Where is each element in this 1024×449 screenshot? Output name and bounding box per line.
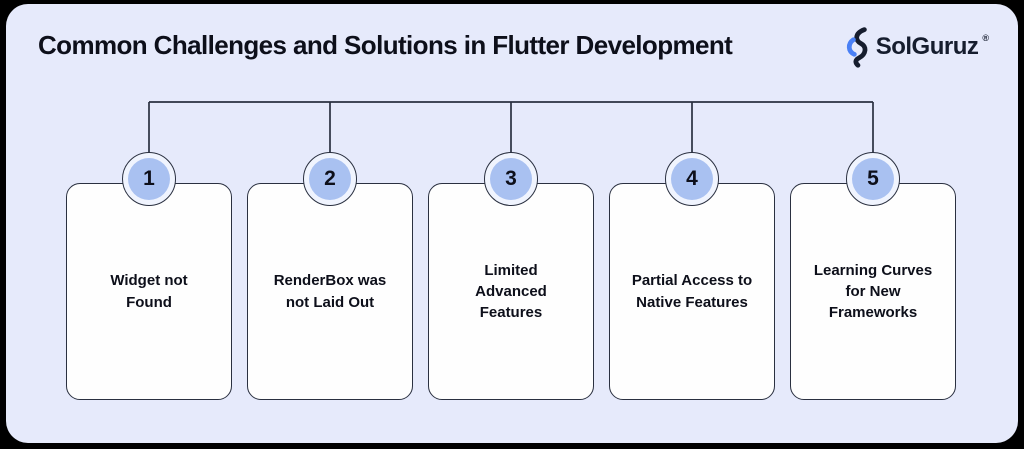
challenge-label: RenderBox was not Laid Out bbox=[273, 272, 387, 311]
challenge-number-badge: 4 bbox=[665, 152, 719, 206]
challenge-number-badge: 3 bbox=[484, 152, 538, 206]
challenge-number: 5 bbox=[867, 167, 879, 190]
challenge-label: Learning Curves for New Frameworks bbox=[813, 261, 933, 322]
challenge-label: Partial Access to Native Features bbox=[631, 272, 753, 311]
challenge-number-badge: 5 bbox=[846, 152, 900, 206]
challenge-number: 4 bbox=[686, 167, 698, 190]
solguruz-s-bolt-icon bbox=[846, 27, 868, 68]
challenge-number-badge-inner: 4 bbox=[671, 158, 713, 200]
challenge-number-badge: 2 bbox=[303, 152, 357, 206]
challenge-number-badge-inner: 2 bbox=[309, 158, 351, 200]
challenge-label: Limited Advanced Features bbox=[475, 261, 547, 322]
solguruz-logo: SolGuruz® bbox=[843, 26, 989, 68]
challenge-number-badge-inner: 5 bbox=[852, 158, 894, 200]
page-title: Common Challenges and Solutions in Flutt… bbox=[38, 30, 733, 60]
challenge-number: 1 bbox=[143, 167, 155, 190]
challenge-number-badge-inner: 1 bbox=[128, 158, 170, 200]
challenge-card: 2 RenderBox was not Laid Out bbox=[247, 152, 413, 400]
challenge-number: 2 bbox=[324, 167, 336, 190]
challenge-card: 5 Learning Curves for New Frameworks bbox=[790, 152, 956, 400]
challenge-number-badge-inner: 3 bbox=[490, 158, 532, 200]
challenge-number-badge: 1 bbox=[122, 152, 176, 206]
challenge-card: 4 Partial Access to Native Features bbox=[609, 152, 775, 400]
cards-row: 1 Widget not Found 2 RenderBox was not L… bbox=[66, 152, 956, 400]
challenge-card: 1 Widget not Found bbox=[66, 152, 232, 400]
challenge-number: 3 bbox=[505, 167, 517, 190]
logo-text: SolGuruz bbox=[875, 33, 979, 60]
challenge-card: 3 Limited Advanced Features bbox=[428, 152, 594, 400]
infographic-canvas: Common Challenges and Solutions in Flutt… bbox=[6, 4, 1018, 443]
registered-trademark-mark: ® bbox=[982, 33, 989, 43]
challenge-label: Widget not Found bbox=[110, 272, 188, 311]
